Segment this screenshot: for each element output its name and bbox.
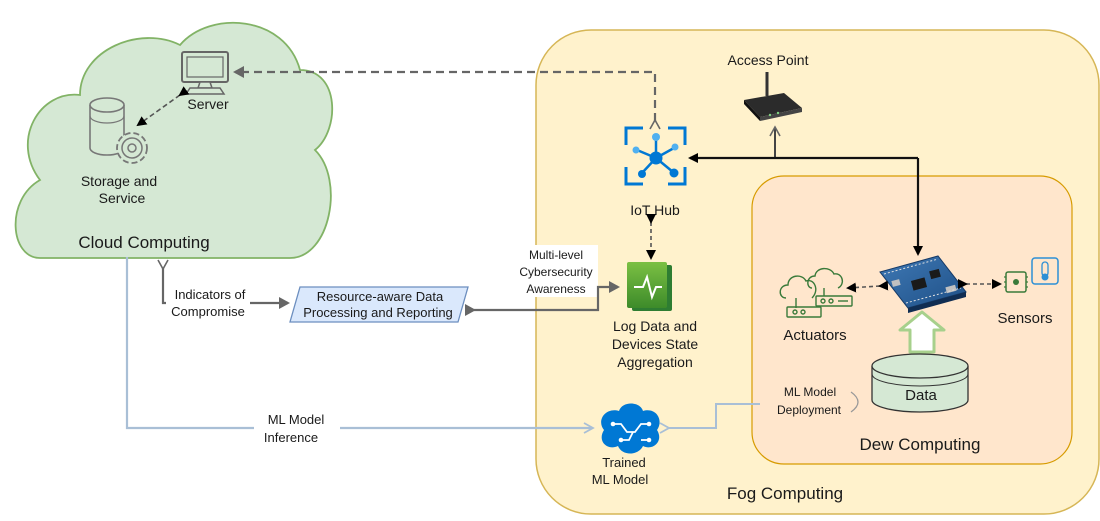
awareness-line2: Cybersecurity <box>519 265 592 279</box>
microcontroller-board-icon <box>879 255 967 313</box>
gear-icon <box>116 132 148 164</box>
storage-service-icon <box>89 97 125 156</box>
board-actuators-link <box>846 280 889 293</box>
awareness-line1: Multi-level <box>529 248 583 262</box>
server-label: Server <box>187 96 229 112</box>
actuators-label: Actuators <box>783 327 846 344</box>
server-storage-link <box>136 86 190 127</box>
data-label: Data <box>905 387 937 404</box>
actuators-icon <box>779 267 853 318</box>
inference-label-bg <box>254 412 340 444</box>
processing-line2: Processing and Reporting <box>303 305 453 320</box>
storage-label-line1: Storage and <box>81 173 157 189</box>
ioc-line2: Compromise <box>171 304 245 319</box>
log-label-line2: Devices State <box>612 336 699 352</box>
sensors-label: Sensors <box>997 310 1052 327</box>
log-data-icon <box>627 262 672 311</box>
trained-line2: ML Model <box>592 472 649 487</box>
data-storage-icon <box>871 353 969 413</box>
server-icon <box>181 51 229 95</box>
cloud-computing-region <box>14 21 334 259</box>
inference-line2: Inference <box>264 430 318 445</box>
trained-line1: Trained <box>602 455 646 470</box>
ml-inference-link <box>125 257 595 434</box>
ioc-label-bg <box>166 286 250 320</box>
dew-computing-title: Dew Computing <box>860 435 981 454</box>
sensors-icon <box>1004 257 1059 293</box>
storage-label-line2: Service <box>99 190 146 206</box>
awareness-line3: Awareness <box>526 282 585 296</box>
iot-hub-label: IoT Hub <box>630 202 680 218</box>
processing-log-link <box>465 281 620 316</box>
cloud-computing-title: Cloud Computing <box>78 233 209 252</box>
ml-model-icon <box>601 403 660 454</box>
deploy-line2: Deployment <box>777 403 842 417</box>
fog-computing-title: Fog Computing <box>727 484 843 503</box>
deploy-bracket <box>850 391 859 413</box>
log-label-line1: Log Data and <box>613 318 697 334</box>
router-icon <box>744 72 802 121</box>
ioc-line1: Indicators of <box>175 287 246 302</box>
deploy-line1: ML Model <box>784 385 836 399</box>
data-processing-box <box>289 286 469 323</box>
access-point-label: Access Point <box>728 52 809 68</box>
processing-line1: Resource-aware Data <box>317 289 444 304</box>
log-label-line3: Aggregation <box>617 354 693 370</box>
ml-deployment-link <box>659 403 760 434</box>
inference-line1: ML Model <box>268 412 325 427</box>
data-to-board-arrow <box>898 310 946 354</box>
server-iothub-link <box>233 66 661 130</box>
